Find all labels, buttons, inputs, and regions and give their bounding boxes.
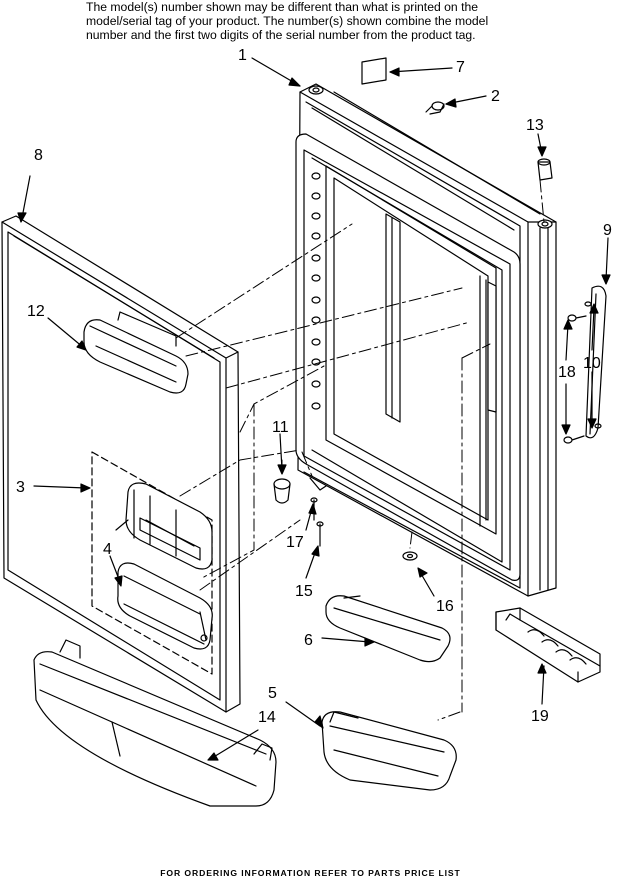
callout-4: 4 <box>103 541 112 558</box>
callout-numbers: 1 2 3 4 5 6 7 8 9 10 11 12 13 14 15 16 1… <box>16 47 612 726</box>
door-liner-frame <box>295 133 521 581</box>
callout-1: 1 <box>238 47 247 64</box>
callout-leaders <box>17 57 611 761</box>
callout-5: 5 <box>268 685 277 702</box>
callout-3: 3 <box>16 479 25 496</box>
model-label-7 <box>361 57 387 85</box>
door-bin-5 <box>321 711 457 791</box>
callout-18: 18 <box>558 364 576 381</box>
callout-15: 15 <box>295 583 313 600</box>
callout-13: 13 <box>526 117 544 134</box>
shelf-cover-6 <box>325 595 451 663</box>
callout-7: 7 <box>456 59 465 76</box>
egg-tray-19 <box>495 607 601 683</box>
callout-8: 8 <box>34 147 43 164</box>
header-line-3: number and the first two digits of the s… <box>86 28 476 42</box>
header-line-2: model/serial tag of your product. The nu… <box>86 14 489 28</box>
callout-14: 14 <box>258 709 276 726</box>
header-line-1: The model(s) number shown may be differe… <box>86 0 479 14</box>
door-bin-12 <box>83 311 189 394</box>
liner-shelf-hooks <box>311 172 321 410</box>
callout-9: 9 <box>603 222 612 239</box>
callout-11: 11 <box>272 419 289 436</box>
footer-note: FOR ORDERING INFORMATION REFER TO PARTS … <box>160 868 461 878</box>
hinge-pin-2 <box>425 101 445 115</box>
door-bin-14 <box>33 639 277 807</box>
callout-17: 17 <box>286 534 304 551</box>
washer-16 <box>402 551 418 561</box>
callout-10: 10 <box>583 355 601 372</box>
callout-12: 12 <box>27 303 45 320</box>
callout-16: 16 <box>436 598 454 615</box>
door-bin-4 <box>117 562 213 650</box>
callout-2: 2 <box>491 88 500 105</box>
callout-6: 6 <box>304 632 313 649</box>
callout-19: 19 <box>531 708 549 725</box>
handle-screws <box>563 301 602 444</box>
cam-11 <box>273 478 291 504</box>
header-note: The model(s) number shown may be differe… <box>86 0 606 42</box>
dispenser-housing <box>115 482 213 570</box>
bushing-13 <box>537 158 553 181</box>
